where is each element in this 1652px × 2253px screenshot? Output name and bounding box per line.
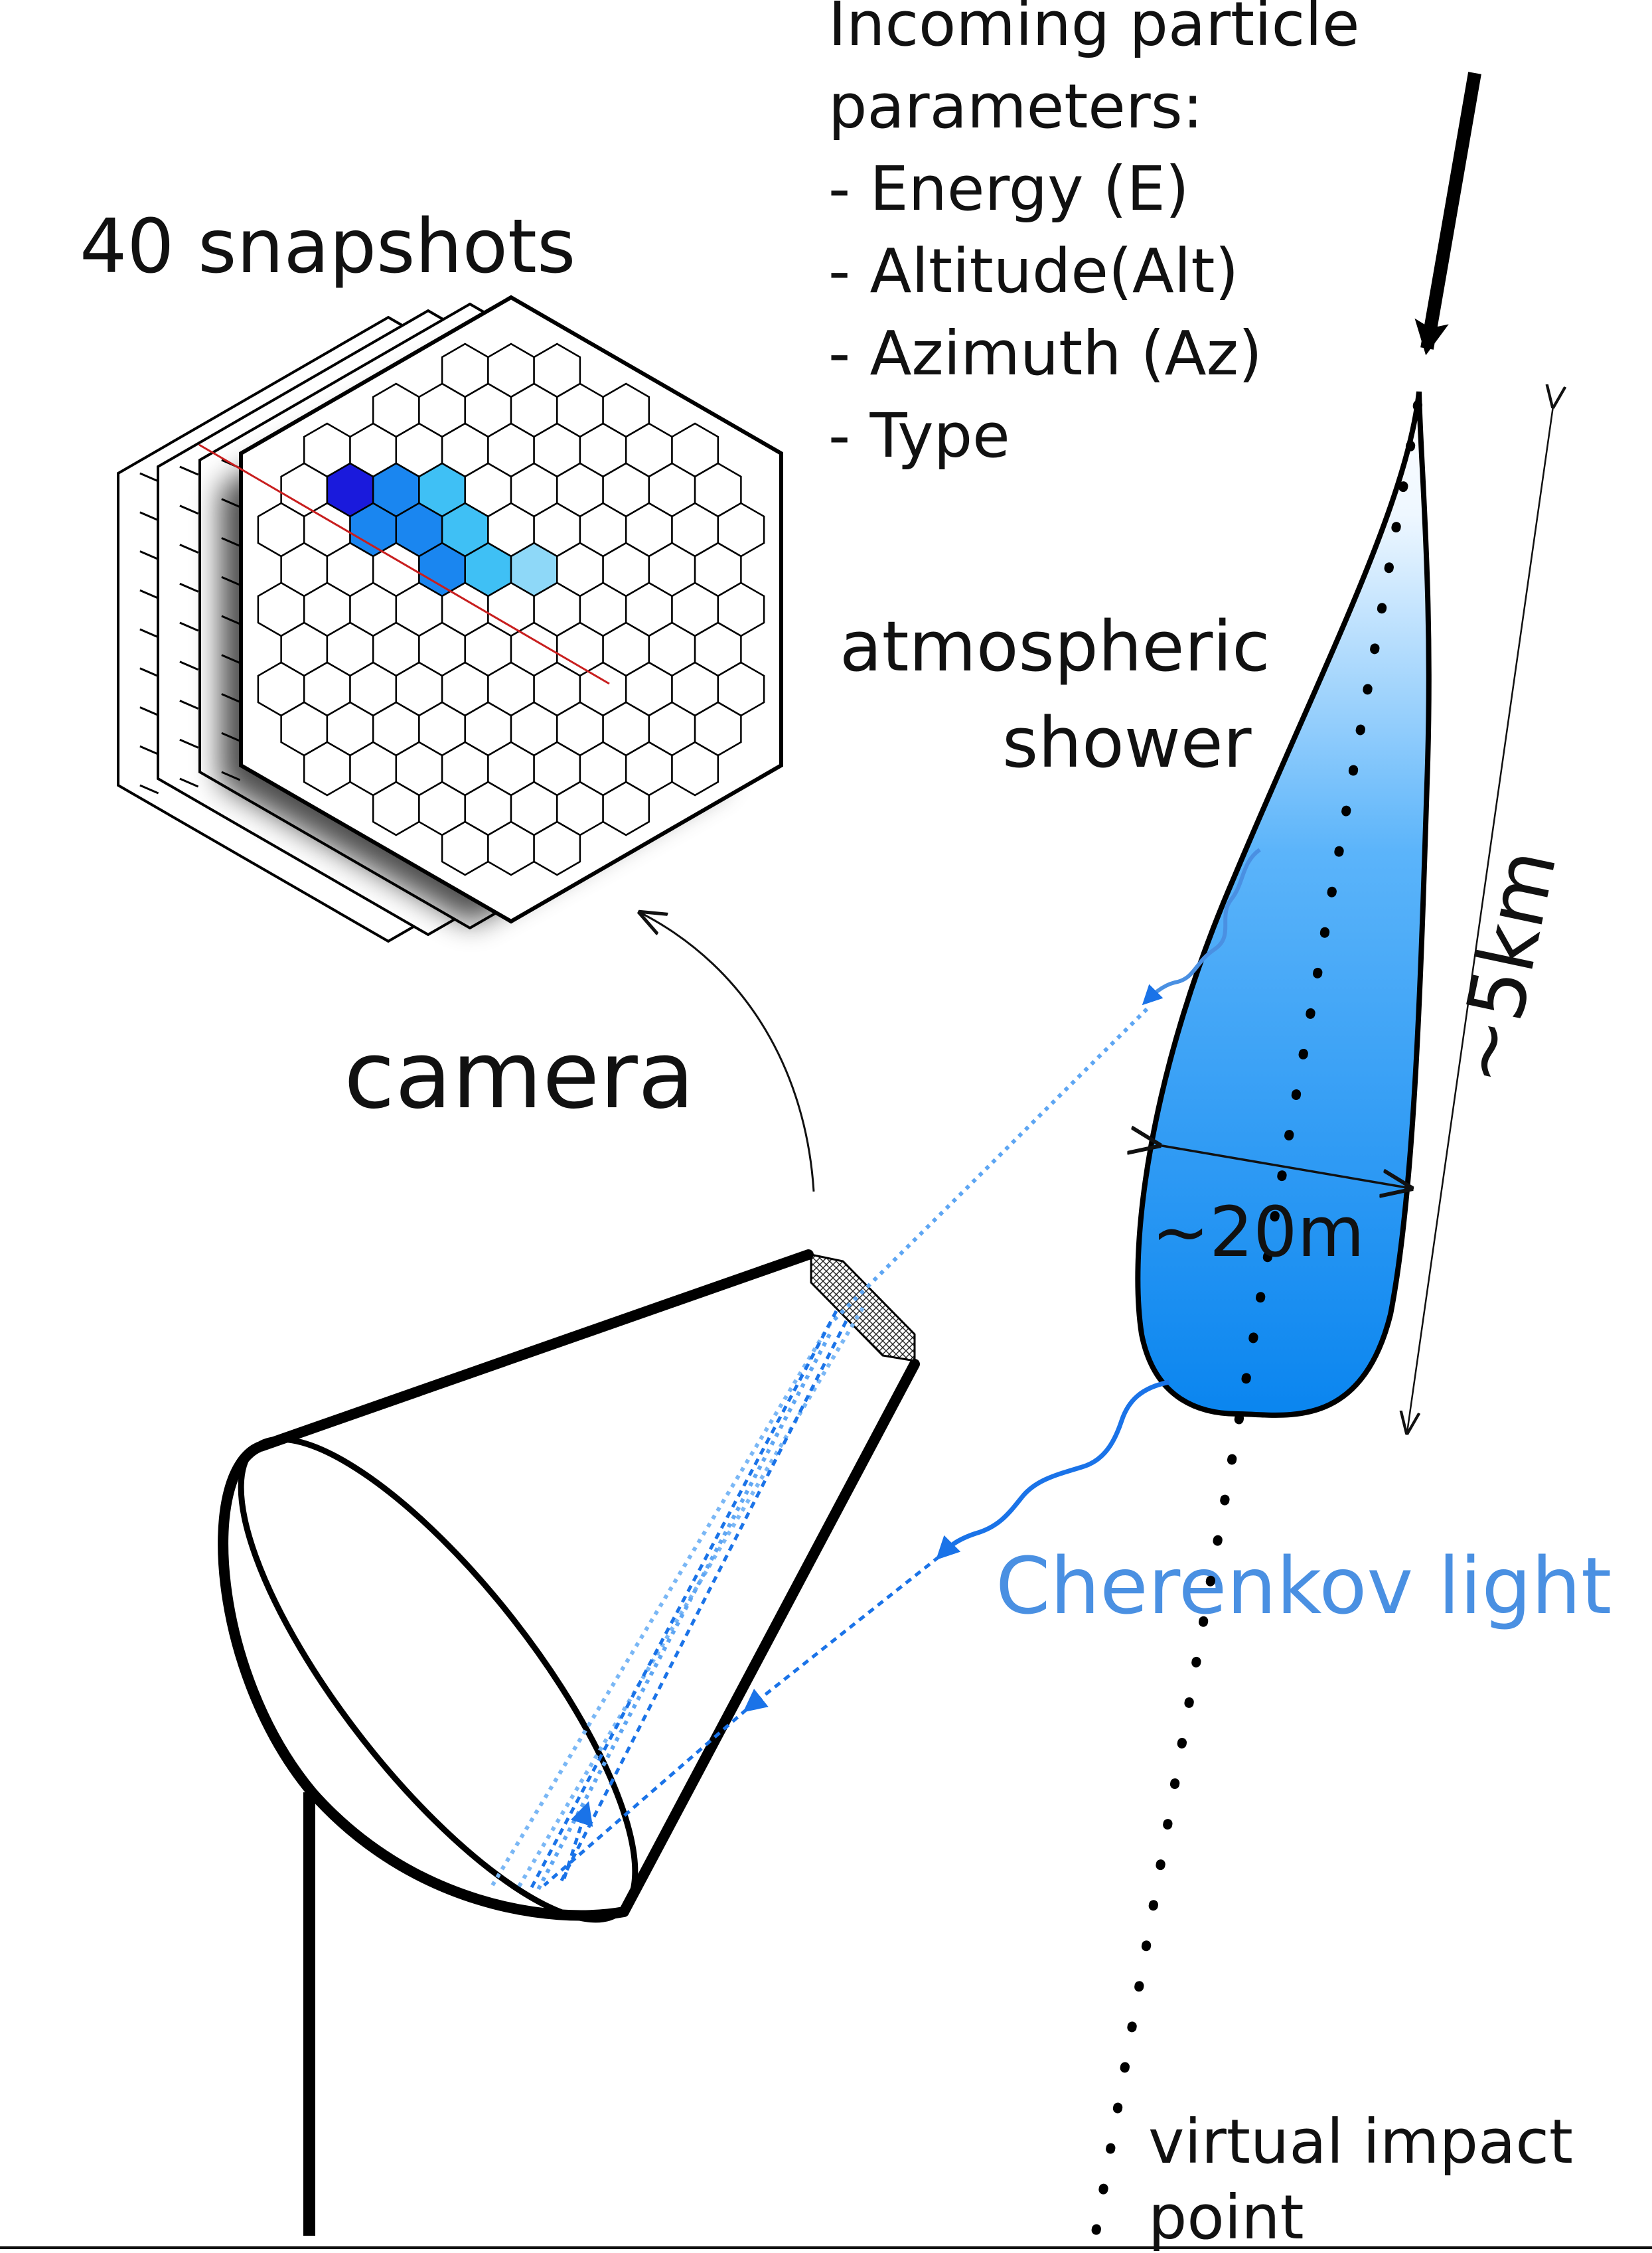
camera-snapshot-stack <box>117 295 783 943</box>
snapshot-layer-cell-edge <box>179 660 199 671</box>
incoming-particle-arrow <box>1414 72 1481 356</box>
particle-params-line1: Incoming particle <box>828 0 1359 60</box>
particle-param-type: - Type <box>828 400 1010 471</box>
snapshot-layer-cell-edge <box>139 628 159 639</box>
width-dimension-line <box>1158 1145 1410 1188</box>
cherenkov-label: Cherenkov light <box>996 1540 1612 1632</box>
snapshot-layer-cell-edge <box>139 667 159 678</box>
telescope <box>218 1249 920 2236</box>
snapshot-layer-cell-edge <box>179 465 199 476</box>
camera-pixel <box>602 781 650 836</box>
snapshot-layer-cell-edge <box>139 784 159 795</box>
impact-label-line2: point <box>1148 2182 1304 2253</box>
shower-image-axis <box>198 443 610 685</box>
telescope-dish-rim <box>238 1436 638 1923</box>
particle-param-altitude: - Altitude(Alt) <box>828 236 1239 307</box>
particle-param-azimuth: - Azimuth (Az) <box>828 318 1262 389</box>
snapshot-layer-cell-edge <box>179 738 199 749</box>
reflected-ray-faint-3 <box>536 1333 832 1892</box>
reflected-ray-strong-3 <box>559 1320 848 1883</box>
snapshot-layer-cell-edge <box>179 544 199 554</box>
snapshot-layer-cell-edge <box>139 511 159 522</box>
camera-pixel <box>533 820 581 876</box>
shower-label-line1: atmospheric <box>840 606 1270 687</box>
incoming-ray-faint <box>828 1007 1149 1326</box>
light-rays <box>490 1007 1149 1892</box>
cherenkov-photon-lower <box>936 1379 1170 1560</box>
snapshot-layer-cell-edge <box>179 621 199 632</box>
snapshot-layer-cell-edge <box>179 505 199 515</box>
telescope-cone <box>254 1249 920 1917</box>
snapshot-layer-cell-edge <box>139 589 159 599</box>
camera-label: camera <box>344 1022 695 1130</box>
snapshot-layer-cell-edge <box>139 550 159 560</box>
snapshot-layer-cell-edge <box>179 700 199 710</box>
incoming-ray-strong <box>743 1555 940 1713</box>
width-label: ~20m <box>1152 1192 1365 1273</box>
reflected-ray-strong-4 <box>529 1310 838 1890</box>
camera-pixel <box>671 741 719 797</box>
snapshot-layer-cell-edge <box>139 472 159 483</box>
particle-parameters-text: Incoming particle parameters: - Energy (… <box>828 0 1359 471</box>
snapshot-layer-cell-edge <box>139 745 159 755</box>
particle-param-energy: - Energy (E) <box>828 153 1189 224</box>
front-snapshot <box>239 295 783 924</box>
camera-to-snapshots-arrow <box>640 913 815 1192</box>
snapshot-layer-cell-edge <box>139 706 159 716</box>
telescope-dish-back <box>218 1442 629 1921</box>
cherenkov-photon-upper <box>1142 848 1261 1006</box>
impact-label-line1: virtual impact <box>1148 2106 1573 2177</box>
length-dimension-line <box>1407 406 1553 1433</box>
length-label: ~5km <box>1435 842 1574 1093</box>
reflected-ray-faint-1 <box>490 1323 832 1887</box>
shower-label-line2: shower <box>1002 702 1252 783</box>
particle-params-line2: parameters: <box>828 71 1203 142</box>
snapshot-layer-cell-edge <box>179 777 199 788</box>
front-snapshot-outline <box>239 295 783 924</box>
snapshot-layer-cell-edge <box>179 582 199 593</box>
reflected-ray-strong-1 <box>543 1708 748 1887</box>
snapshots-label: 40 snapshots <box>80 204 575 290</box>
